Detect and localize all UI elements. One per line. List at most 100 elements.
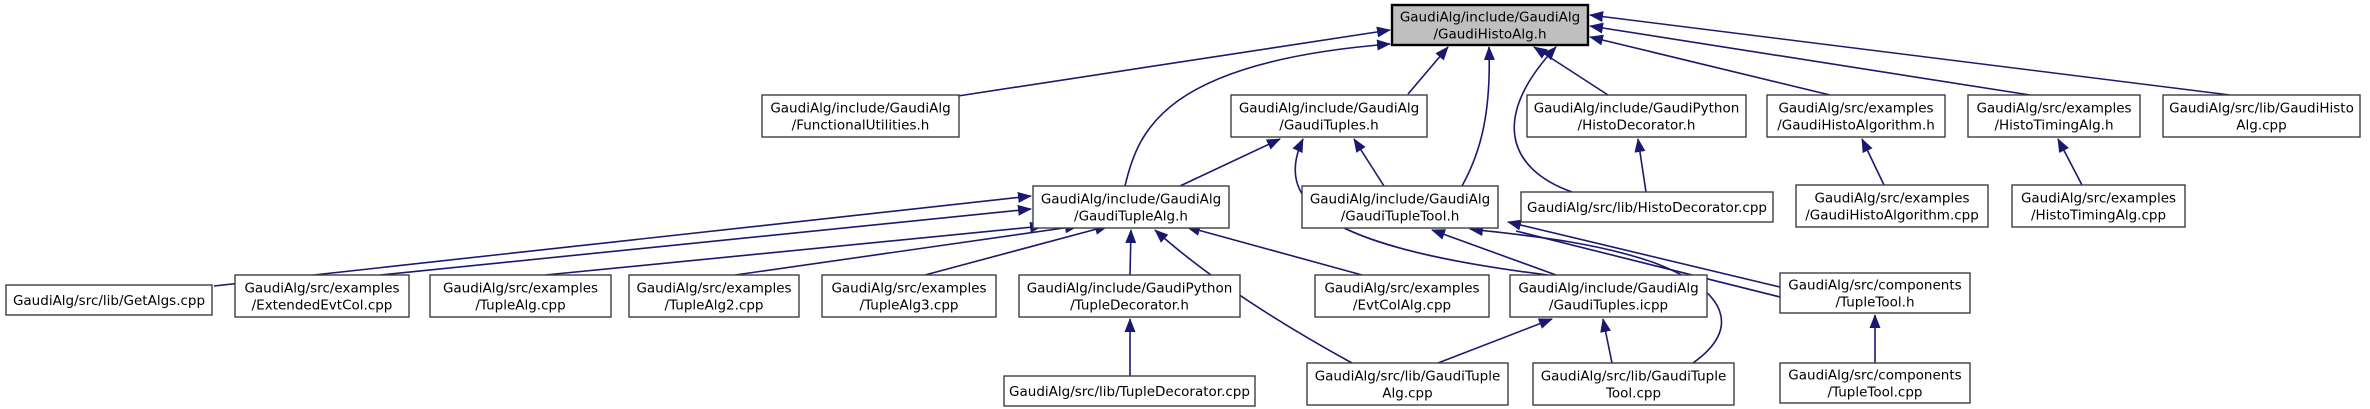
node-label-histo-timing-alg-cpp-line2: /HistoTimingAlg.cpp — [2031, 207, 2166, 223]
edge-gaudi-tuples-icpp--gaudi-tuple-tool-h — [1431, 229, 1557, 276]
node-label-tuple-tool-h-line2: /TupleTool.h — [1836, 294, 1915, 310]
node-label-extended-evt-col-cpp-line1: GaudiAlg/src/examples — [244, 280, 399, 296]
node-label-gaudi-tuple-alg-cpp-line2: Alg.cpp — [1382, 385, 1432, 401]
edge-gaudi-tuple-tool-h--gaudi-histo-alg-h — [1461, 46, 1495, 187]
edge-tuple-decorator-h--gaudi-tuple-alg-h — [1125, 229, 1137, 276]
node-box-histo-timing-alg-h[interactable] — [1967, 94, 2141, 138]
node-label-extended-evt-col-cpp-line2: /ExtendedEvtCol.cpp — [252, 297, 393, 313]
node-box-gaudi-histo-algorithm-h[interactable] — [1766, 94, 1946, 138]
edge-evt-col-alg-cpp--gaudi-tuple-alg-h — [1186, 225, 1363, 276]
node-label-gaudi-tuples-icpp-line2: /GaudiTuples.icpp — [1549, 297, 1668, 313]
node-gaudi-histo-alg-cpp[interactable]: GaudiAlg/src/lib/GaudiHistoAlg.cpp — [2162, 94, 2361, 138]
node-gaudi-tuple-alg-cpp[interactable]: GaudiAlg/src/lib/GaudiTupleAlg.cpp — [1306, 362, 1509, 406]
node-label-tuple-tool-cpp-line2: /TupleTool.cpp — [1827, 384, 1922, 400]
node-box-functional-utilities-h[interactable] — [761, 94, 960, 138]
node-box-get-algs-cpp[interactable] — [5, 284, 213, 316]
edge-gaudi-tuple-tool-cpp--gaudi-tuples-icpp — [1600, 318, 1613, 364]
node-histo-timing-alg-cpp[interactable]: GaudiAlg/src/examples/HistoTimingAlg.cpp — [2011, 184, 2186, 228]
node-gaudi-histo-alg-h[interactable]: GaudiAlg/include/GaudiAlg/GaudiHistoAlg.… — [1390, 3, 1590, 47]
node-box-tuple-decorator-h[interactable] — [1018, 274, 1241, 318]
node-label-gaudi-tuples-icpp-line1: GaudiAlg/include/GaudiAlg — [1518, 280, 1698, 296]
node-box-histo-timing-alg-cpp[interactable] — [2011, 184, 2186, 228]
node-box-gaudi-histo-algorithm-cpp[interactable] — [1795, 184, 1989, 228]
node-gaudi-tuples-h[interactable]: GaudiAlg/include/GaudiAlg/GaudiTuples.h — [1230, 94, 1428, 138]
node-box-gaudi-tuple-alg-h[interactable] — [1032, 185, 1230, 229]
node-label-tuple-decorator-h-line1: GaudiAlg/include/GaudiPython — [1027, 280, 1233, 296]
node-box-gaudi-tuples-icpp[interactable] — [1509, 274, 1708, 318]
node-label-gaudi-histo-alg-cpp-line1: GaudiAlg/src/lib/GaudiHisto — [2169, 100, 2354, 116]
node-functional-utilities-h[interactable]: GaudiAlg/include/GaudiAlg/FunctionalUtil… — [761, 94, 960, 138]
node-box-gaudi-tuple-alg-cpp[interactable] — [1306, 362, 1509, 406]
node-box-evt-col-alg-cpp[interactable] — [1314, 274, 1490, 318]
node-gaudi-histo-algorithm-h[interactable]: GaudiAlg/src/examples/GaudiHistoAlgorith… — [1766, 94, 1946, 138]
node-gaudi-tuple-tool-cpp[interactable]: GaudiAlg/src/lib/GaudiTupleTool.cpp — [1532, 362, 1735, 406]
node-tuple-decorator-cpp[interactable]: GaudiAlg/src/lib/TupleDecorator.cpp — [1003, 375, 1256, 407]
node-gaudi-tuple-alg-h[interactable]: GaudiAlg/include/GaudiAlg/GaudiTupleAlg.… — [1032, 185, 1230, 229]
node-label-gaudi-tuple-tool-cpp-line2: Tool.cpp — [1605, 385, 1661, 401]
edge-tuple-alg2-cpp--gaudi-tuple-alg-h — [734, 222, 1079, 276]
node-extended-evt-col-cpp[interactable]: GaudiAlg/src/examples/ExtendedEvtCol.cpp — [234, 274, 410, 318]
node-label-histo-decorator-h-line1: GaudiAlg/include/GaudiPython — [1534, 100, 1740, 116]
node-box-histo-decorator-h[interactable] — [1526, 94, 1747, 138]
node-tuple-alg2-cpp[interactable]: GaudiAlg/src/examples/TupleAlg2.cpp — [628, 274, 800, 318]
node-tuple-decorator-h[interactable]: GaudiAlg/include/GaudiPython/TupleDecora… — [1018, 274, 1241, 318]
node-label-histo-timing-alg-h-line2: /HistoTimingAlg.h — [1994, 117, 2113, 133]
node-box-extended-evt-col-cpp[interactable] — [234, 274, 410, 318]
node-label-histo-decorator-cpp-line1: GaudiAlg/src/lib/HistoDecorator.cpp — [1527, 200, 1767, 216]
edge-tuple-tool-h--gaudi-tuple-tool-h — [1515, 230, 1781, 298]
node-label-gaudi-tuple-alg-cpp-line1: GaudiAlg/src/lib/GaudiTuple — [1315, 368, 1501, 384]
node-tuple-tool-h[interactable]: GaudiAlg/src/components/TupleTool.h — [1779, 272, 1971, 314]
node-label-tuple-alg-cpp-line1: GaudiAlg/src/examples — [443, 280, 598, 296]
edge-gaudi-tuple-alg-cpp--gaudi-tuples-icpp — [1437, 318, 1553, 364]
node-histo-decorator-h[interactable]: GaudiAlg/include/GaudiPython/HistoDecora… — [1526, 94, 1747, 138]
node-box-tuple-alg3-cpp[interactable] — [821, 274, 997, 318]
edge-tuple-alg-cpp--gaudi-tuple-alg-h — [544, 221, 1044, 276]
node-evt-col-alg-cpp[interactable]: GaudiAlg/src/examples/EvtColAlg.cpp — [1314, 274, 1490, 318]
node-gaudi-tuples-icpp[interactable]: GaudiAlg/include/GaudiAlg/GaudiTuples.ic… — [1509, 274, 1708, 318]
node-gaudi-histo-algorithm-cpp[interactable]: GaudiAlg/src/examples/GaudiHistoAlgorith… — [1795, 184, 1989, 228]
edge-gaudi-histo-alg-cpp--gaudi-histo-alg-h — [1589, 11, 2231, 96]
node-label-tuple-alg2-cpp-line1: GaudiAlg/src/examples — [636, 280, 791, 296]
edge-histo-decorator-h--gaudi-histo-alg-h — [1533, 46, 1609, 96]
node-box-tuple-alg-cpp[interactable] — [429, 274, 612, 318]
node-box-tuple-alg2-cpp[interactable] — [628, 274, 800, 318]
node-box-gaudi-tuple-tool-cpp[interactable] — [1532, 362, 1735, 406]
edge-gaudi-tuple-tool-h--gaudi-tuples-h — [1353, 138, 1385, 187]
node-histo-decorator-cpp[interactable]: GaudiAlg/src/lib/HistoDecorator.cpp — [1520, 191, 1774, 223]
node-label-gaudi-histo-algorithm-h-line2: /GaudiHistoAlgorithm.h — [1777, 117, 1935, 133]
node-box-tuple-tool-h[interactable] — [1779, 272, 1971, 314]
node-box-gaudi-histo-alg-h[interactable] — [1390, 3, 1590, 47]
node-box-gaudi-tuples-h[interactable] — [1230, 94, 1428, 138]
node-label-tuple-tool-cpp-line1: GaudiAlg/src/components — [1788, 367, 1961, 383]
node-label-gaudi-tuple-alg-h-line1: GaudiAlg/include/GaudiAlg — [1041, 191, 1221, 207]
edge-tuple-alg3-cpp--gaudi-tuple-alg-h — [924, 224, 1109, 276]
node-label-tuple-alg3-cpp-line1: GaudiAlg/src/examples — [831, 280, 986, 296]
node-gaudi-tuple-tool-h[interactable]: GaudiAlg/include/GaudiAlg/GaudiTupleTool… — [1301, 185, 1499, 229]
node-tuple-alg3-cpp[interactable]: GaudiAlg/src/examples/TupleAlg3.cpp — [821, 274, 997, 318]
node-box-gaudi-tuple-tool-h[interactable] — [1301, 185, 1499, 229]
node-get-algs-cpp[interactable]: GaudiAlg/src/lib/GetAlgs.cpp — [5, 284, 213, 316]
node-box-tuple-decorator-cpp[interactable] — [1003, 375, 1256, 407]
edge-extended-evt-col-cpp--gaudi-tuple-alg-h — [379, 204, 1032, 276]
node-box-gaudi-histo-alg-cpp[interactable] — [2162, 94, 2361, 138]
node-label-gaudi-tuple-tool-cpp-line1: GaudiAlg/src/lib/GaudiTuple — [1541, 368, 1727, 384]
node-label-functional-utilities-h-line1: GaudiAlg/include/GaudiAlg — [770, 100, 950, 116]
node-label-gaudi-histo-algorithm-h-line1: GaudiAlg/src/examples — [1778, 100, 1933, 116]
node-label-histo-decorator-h-line2: /HistoDecorator.h — [1578, 117, 1696, 133]
edge-gaudi-tuple-alg-cpp--gaudi-tuple-alg-h — [1154, 229, 1353, 364]
node-box-tuple-tool-cpp[interactable] — [1779, 362, 1971, 404]
node-label-tuple-decorator-cpp-line1: GaudiAlg/src/lib/TupleDecorator.cpp — [1009, 384, 1250, 400]
node-box-histo-decorator-cpp[interactable] — [1520, 191, 1774, 223]
edge-gaudi-histo-algorithm-h--gaudi-histo-alg-h — [1589, 34, 1831, 96]
edge-histo-decorator-cpp--histo-decorator-h — [1634, 138, 1647, 193]
node-tuple-tool-cpp[interactable]: GaudiAlg/src/components/TupleTool.cpp — [1779, 362, 1971, 404]
edge-gaudi-tuples-h--gaudi-histo-alg-h — [1407, 46, 1449, 95]
node-label-gaudi-tuples-h-line1: GaudiAlg/include/GaudiAlg — [1239, 100, 1419, 116]
node-label-functional-utilities-h-line2: /FunctionalUtilities.h — [792, 117, 930, 133]
node-tuple-alg-cpp[interactable]: GaudiAlg/src/examples/TupleAlg.cpp — [429, 274, 612, 318]
node-histo-timing-alg-h[interactable]: GaudiAlg/src/examples/HistoTimingAlg.h — [1967, 94, 2141, 138]
node-label-tuple-tool-h-line1: GaudiAlg/src/components — [1788, 277, 1961, 293]
node-label-gaudi-tuple-alg-h-line2: /GaudiTupleAlg.h — [1074, 208, 1188, 224]
node-label-get-algs-cpp-line1: GaudiAlg/src/lib/GetAlgs.cpp — [13, 293, 205, 309]
edge-gaudi-histo-algorithm-cpp--gaudi-histo-algorithm-h — [1861, 138, 1885, 186]
